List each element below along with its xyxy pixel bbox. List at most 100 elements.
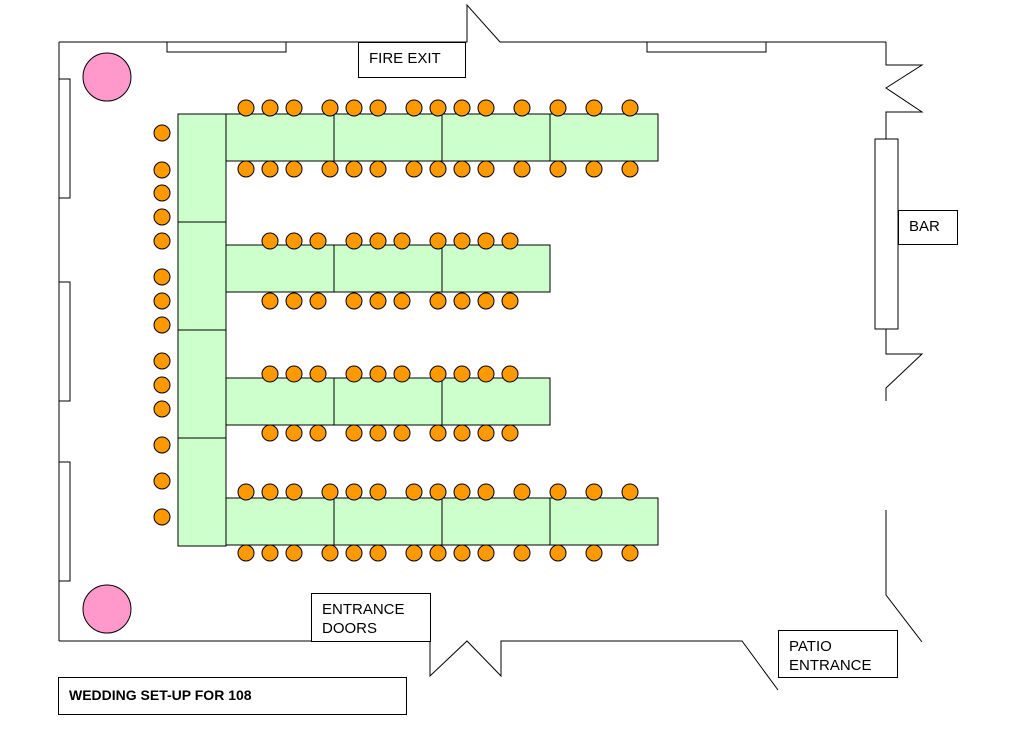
table-row-2-section-1: [225, 244, 335, 293]
chair: [153, 436, 171, 454]
window-left-3: [58, 461, 71, 582]
chair: [369, 292, 387, 310]
chair: [513, 544, 531, 562]
table-row-2-section-2: [333, 244, 443, 293]
table-row-1-section-4: [549, 113, 659, 162]
fire-exit-label: FIRE EXIT: [358, 42, 466, 78]
table-row-1-section-1: [225, 113, 335, 162]
chair: [501, 292, 519, 310]
chair: [153, 232, 171, 250]
chair: [513, 160, 531, 178]
chair: [429, 232, 447, 250]
chair: [585, 99, 603, 117]
chair: [477, 99, 495, 117]
chair: [453, 160, 471, 178]
chair: [345, 544, 363, 562]
chair: [261, 232, 279, 250]
chair: [237, 544, 255, 562]
room-walls: [58, 3, 924, 691]
entrance-doors-label: ENTRANCE DOORS: [311, 593, 431, 642]
chair: [285, 424, 303, 442]
chair: [429, 365, 447, 383]
chair: [261, 160, 279, 178]
table-row-4-section-2: [333, 497, 443, 546]
chair: [369, 99, 387, 117]
chair: [345, 99, 363, 117]
chairs-layer: [153, 99, 639, 562]
chair: [369, 365, 387, 383]
chair: [477, 424, 495, 442]
chair: [477, 483, 495, 501]
chair: [453, 365, 471, 383]
head-table-section-3: [177, 329, 227, 439]
chair: [369, 424, 387, 442]
chair: [345, 232, 363, 250]
chair: [237, 99, 255, 117]
chair: [153, 208, 171, 226]
chair: [153, 184, 171, 202]
chair: [153, 292, 171, 310]
bar-counter: [874, 138, 899, 330]
chair: [261, 99, 279, 117]
chair: [549, 99, 567, 117]
chair: [621, 544, 639, 562]
patio-entrance-label: PATIO ENTRANCE: [778, 630, 898, 678]
chair: [477, 232, 495, 250]
chair: [285, 365, 303, 383]
chair: [453, 483, 471, 501]
chair: [285, 160, 303, 178]
chair: [153, 316, 171, 334]
chair: [453, 292, 471, 310]
chair: [345, 424, 363, 442]
chair: [153, 400, 171, 418]
chair: [153, 124, 171, 142]
chair: [345, 292, 363, 310]
chair: [261, 424, 279, 442]
table-row-2-section-3: [441, 244, 551, 293]
chair: [309, 232, 327, 250]
chair: [285, 483, 303, 501]
chair: [429, 544, 447, 562]
table-row-4-section-1: [225, 497, 335, 546]
chair: [369, 544, 387, 562]
chair: [429, 292, 447, 310]
table-row-3-section-2: [333, 377, 443, 426]
window-left-1: [58, 78, 71, 199]
chair: [153, 268, 171, 286]
chair: [309, 365, 327, 383]
chair: [429, 160, 447, 178]
chair: [321, 544, 339, 562]
pillar-top-left: [82, 52, 132, 102]
chair: [405, 483, 423, 501]
chair: [237, 160, 255, 178]
top-wall: [59, 3, 886, 43]
head-table-section-4: [177, 437, 227, 547]
chair: [405, 99, 423, 117]
chair: [321, 99, 339, 117]
table-row-4-section-4: [549, 497, 659, 546]
chair: [453, 99, 471, 117]
right-wall-middle: [885, 329, 924, 401]
chair: [513, 99, 531, 117]
chair: [585, 160, 603, 178]
head-table-section-2: [177, 221, 227, 331]
chair: [477, 160, 495, 178]
chair: [513, 483, 531, 501]
chair: [153, 352, 171, 370]
chair: [237, 483, 255, 501]
chair: [429, 99, 447, 117]
chair: [321, 483, 339, 501]
page-title: WEDDING SET-UP FOR 108: [58, 677, 407, 715]
chair: [285, 99, 303, 117]
chair: [345, 483, 363, 501]
chair: [261, 544, 279, 562]
table-row-1-section-3: [441, 113, 551, 162]
chair: [477, 544, 495, 562]
chair: [393, 365, 411, 383]
chair: [369, 483, 387, 501]
chair: [621, 483, 639, 501]
right-wall-upper: [885, 42, 924, 139]
chair: [285, 292, 303, 310]
chair: [153, 161, 171, 179]
